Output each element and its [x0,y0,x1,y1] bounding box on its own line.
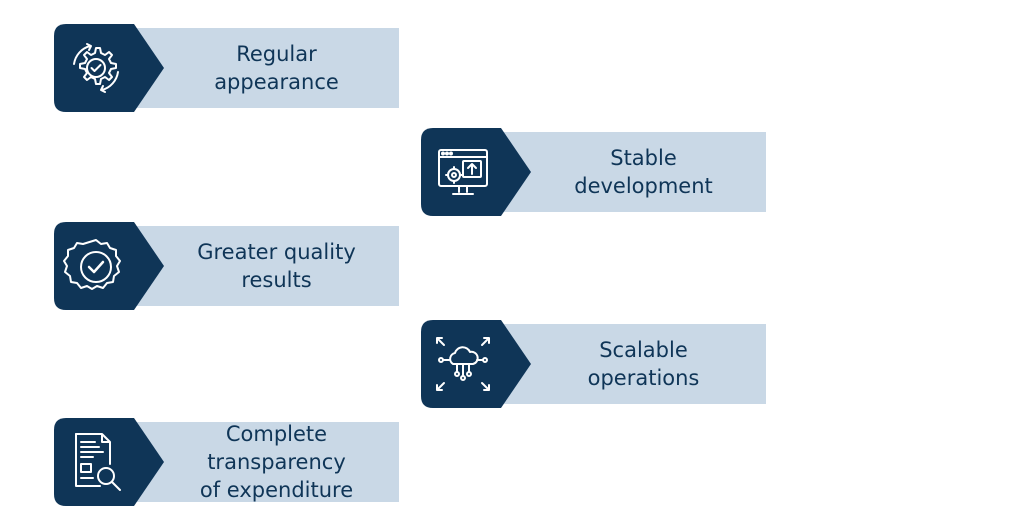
card-badge [421,320,531,408]
monitor-upload-gear-icon [438,149,488,195]
badge-check-icon [63,239,121,290]
cloud-network-icon [436,337,490,391]
gear-check-icon [73,43,119,93]
document-search-icon [75,433,121,491]
card-badge [54,24,164,112]
